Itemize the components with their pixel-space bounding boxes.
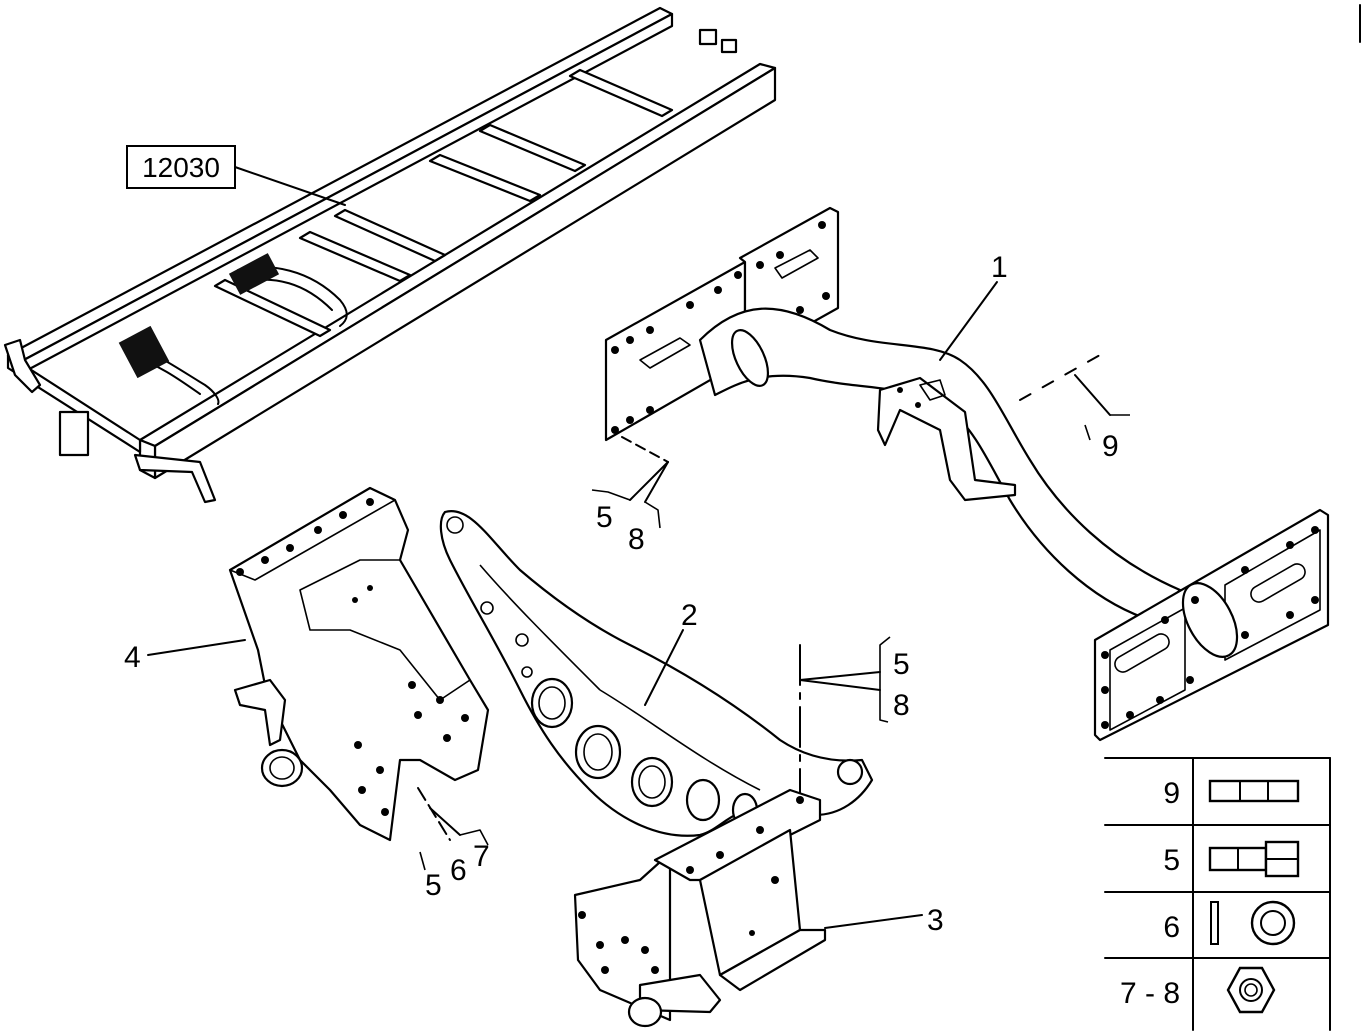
callout-7c: 7 xyxy=(473,840,490,873)
fastener-leader-1 xyxy=(591,436,669,529)
callout-5c: 5 xyxy=(425,869,442,902)
callout-labels: 1 2 3 4 5 8 9 5 8 5 6 7 xyxy=(124,251,1119,937)
part-3-bracket xyxy=(573,788,923,1028)
callout-1: 1 xyxy=(991,251,1008,284)
stud-icon xyxy=(1208,779,1300,803)
hex-nut-icon xyxy=(1226,966,1276,1014)
part-4-hanger xyxy=(147,486,490,842)
reference-tag: 12030 xyxy=(126,145,346,206)
part-1-crossmember xyxy=(604,206,1330,742)
legend-label-stud: 9 xyxy=(1163,777,1180,810)
callout-8a: 8 xyxy=(628,523,645,556)
bolt-icon xyxy=(1208,840,1300,878)
callout-2: 2 xyxy=(681,599,698,632)
part-2-beam xyxy=(439,510,874,837)
reference-code: 12030 xyxy=(142,152,220,183)
callout-6c: 6 xyxy=(450,854,467,887)
legend-label-nut: 7 - 8 xyxy=(1120,977,1180,1010)
callout-8b: 8 xyxy=(893,689,910,722)
callout-5a: 5 xyxy=(596,501,613,534)
reference-box xyxy=(126,145,236,189)
chassis-frame xyxy=(3,6,777,504)
legend-label-washer: 6 xyxy=(1163,911,1180,944)
fastener-leader-9 xyxy=(1019,354,1130,441)
fastener-leader-2 xyxy=(799,636,891,801)
callout-5b: 5 xyxy=(893,648,910,681)
callout-3: 3 xyxy=(927,904,944,937)
washer-icon xyxy=(1210,900,1296,946)
legend-label-bolt: 5 xyxy=(1163,844,1180,877)
callout-4: 4 xyxy=(124,641,141,674)
fastener-legend: 9 5 6 7 - 8 xyxy=(1104,757,1331,1031)
fastener-leader-4 xyxy=(417,787,489,871)
callout-9a: 9 xyxy=(1102,430,1119,463)
